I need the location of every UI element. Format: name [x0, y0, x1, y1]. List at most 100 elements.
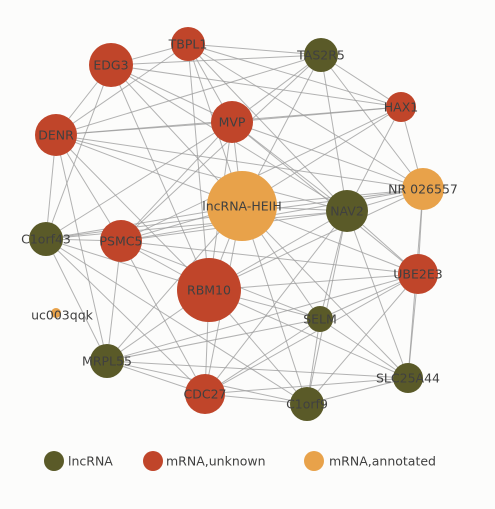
node-circle-HEIH [207, 171, 277, 241]
edge-NAV2-CDC27 [204, 210, 348, 395]
node-TAS2R5: TAS2R5 [296, 38, 345, 72]
edge-TBPL1-NR026557 [187, 43, 424, 190]
node-circle-UBE2E3 [398, 254, 438, 294]
node-MRPL55: MRPL55 [82, 344, 132, 378]
node-circle-PSMC5 [100, 220, 142, 262]
node-NAV2: NAV2 [326, 190, 368, 232]
node-circle-CDC27 [185, 374, 225, 414]
node-C1orf9: C1orf9 [286, 387, 328, 421]
edge-SELM-CDC27 [204, 318, 321, 395]
node-UBE2E3: UBE2E3 [393, 254, 443, 294]
edge-PSMC5-UBE2E3 [120, 240, 419, 275]
node-NR026557: NR 026557 [388, 168, 458, 210]
node-DENR: DENR [35, 114, 77, 156]
node-circle-HAX1 [386, 92, 416, 122]
node-HAX1: HAX1 [384, 92, 418, 122]
node-circle-MRPL55 [90, 344, 124, 378]
edge-TAS2R5-NR026557 [320, 54, 424, 190]
node-label-DENR: DENR [38, 128, 74, 143]
edge-TBPL1-RBM10 [187, 43, 210, 291]
edge-MVP-DENR [55, 121, 233, 136]
edge-EDG3-RBM10 [110, 64, 210, 291]
edge-TBPL1-NAV2 [187, 43, 348, 212]
edge-UBE2E3-CDC27 [204, 273, 419, 395]
edge-NR026557-RBM10 [208, 188, 424, 291]
node-circle-RBM10 [177, 258, 241, 322]
node-circle-TAS2R5 [304, 38, 338, 72]
edge-MVP-NAV2 [231, 121, 348, 212]
node-label-PSMC5: PSMC5 [100, 234, 143, 249]
legend-swatch-lncrna [44, 451, 64, 471]
node-RBM10: RBM10 [177, 258, 241, 322]
edge-HEIH-SLC25A44 [241, 205, 409, 379]
legend-swatch-mrna_unknown [143, 451, 163, 471]
legend-swatch-mrna_annotated [304, 451, 324, 471]
edge-UBE2E3-MRPL55 [106, 273, 419, 362]
legend-item-lncrna: lncRNA [44, 451, 113, 471]
edge-NAV2-C1orf9 [306, 210, 348, 405]
node-circle-SELM [307, 306, 333, 332]
legend-label-mrna_annotated: mRNA,annotated [329, 454, 436, 469]
node-circle-uc003qqk [51, 308, 61, 318]
node-circle-TBPL1 [171, 27, 205, 61]
edge-DENR-MRPL55 [55, 134, 108, 362]
node-circle-EDG3 [89, 43, 133, 87]
edge-EDG3-MVP [110, 64, 233, 123]
legend-item-mrna_unknown: mRNA,unknown [143, 451, 266, 471]
node-label-UBE2E3: UBE2E3 [393, 267, 442, 282]
edge-SELM-SLC25A44 [319, 318, 409, 379]
node-label-SLC25A44: SLC25A44 [376, 371, 440, 386]
node-label-RBM10: RBM10 [187, 283, 231, 298]
node-SLC25A44: SLC25A44 [376, 363, 440, 393]
node-label-TAS2R5: TAS2R5 [296, 48, 345, 63]
node-MVP: MVP [211, 101, 253, 143]
edge-HAX1-PSMC5 [120, 106, 402, 242]
node-label-EDG3: EDG3 [93, 58, 128, 73]
edge-C1orf43-CDC27 [45, 238, 206, 395]
edge-C1orf43-MRPL55 [45, 238, 108, 362]
node-circle-NAV2 [326, 190, 368, 232]
node-label-HEIH: lncRNA-HEIH [202, 199, 281, 214]
node-circle-SLC25A44 [393, 363, 423, 393]
edge-CDC27-SLC25A44 [204, 377, 409, 395]
edge-TBPL1-DENR [55, 43, 189, 136]
edge-DENR-NAV2 [55, 134, 348, 212]
node-label-HAX1: HAX1 [384, 100, 418, 115]
edge-MVP-UBE2E3 [231, 121, 419, 275]
node-label-TBPL1: TBPL1 [168, 37, 208, 52]
edge-MRPL55-SLC25A44 [106, 360, 409, 379]
node-HEIH: lncRNA-HEIH [202, 171, 282, 241]
edge-C1orf9-SLC25A44 [306, 377, 409, 405]
node-label-C1orf9: C1orf9 [286, 397, 328, 412]
node-circle-NR026557 [402, 168, 444, 210]
edge-UBE2E3-C1orf9 [306, 273, 419, 405]
legend-item-mrna_annotated: mRNA,annotated [304, 451, 436, 471]
node-label-MRPL55: MRPL55 [82, 354, 132, 369]
edge-TAS2R5-DENR [55, 54, 322, 136]
node-circle-C1orf43 [29, 222, 63, 256]
edge-DENR-RBM10 [55, 134, 210, 291]
edge-C1orf43-C1orf9 [45, 238, 308, 405]
legend: lncRNA mRNA,unknown mRNA,annotated [44, 451, 436, 471]
node-CDC27: CDC27 [184, 374, 227, 414]
node-circle-MVP [211, 101, 253, 143]
edge-TBPL1-TAS2R5 [187, 43, 322, 56]
edge-MVP-NR026557 [231, 121, 424, 190]
edge-MVP-PSMC5 [120, 121, 233, 242]
edge-TAS2R5-NAV2 [320, 54, 348, 212]
node-label-uc003qqk: uc003qqk [31, 308, 94, 323]
edge-EDG3-TAS2R5 [110, 54, 322, 66]
node-TBPL1: TBPL1 [168, 27, 208, 61]
node-EDG3: EDG3 [89, 43, 133, 87]
node-label-NAV2: NAV2 [330, 204, 364, 219]
node-PSMC5: PSMC5 [100, 220, 143, 262]
edge-EDG3-C1orf43 [45, 64, 112, 240]
node-label-MVP: MVP [219, 115, 246, 130]
edge-NAV2-SLC25A44 [346, 210, 409, 379]
node-label-C1orf43: C1orf43 [21, 232, 71, 247]
edge-DENR-NR026557 [55, 134, 424, 190]
edge-UBE2E3-RBM10 [208, 273, 419, 291]
